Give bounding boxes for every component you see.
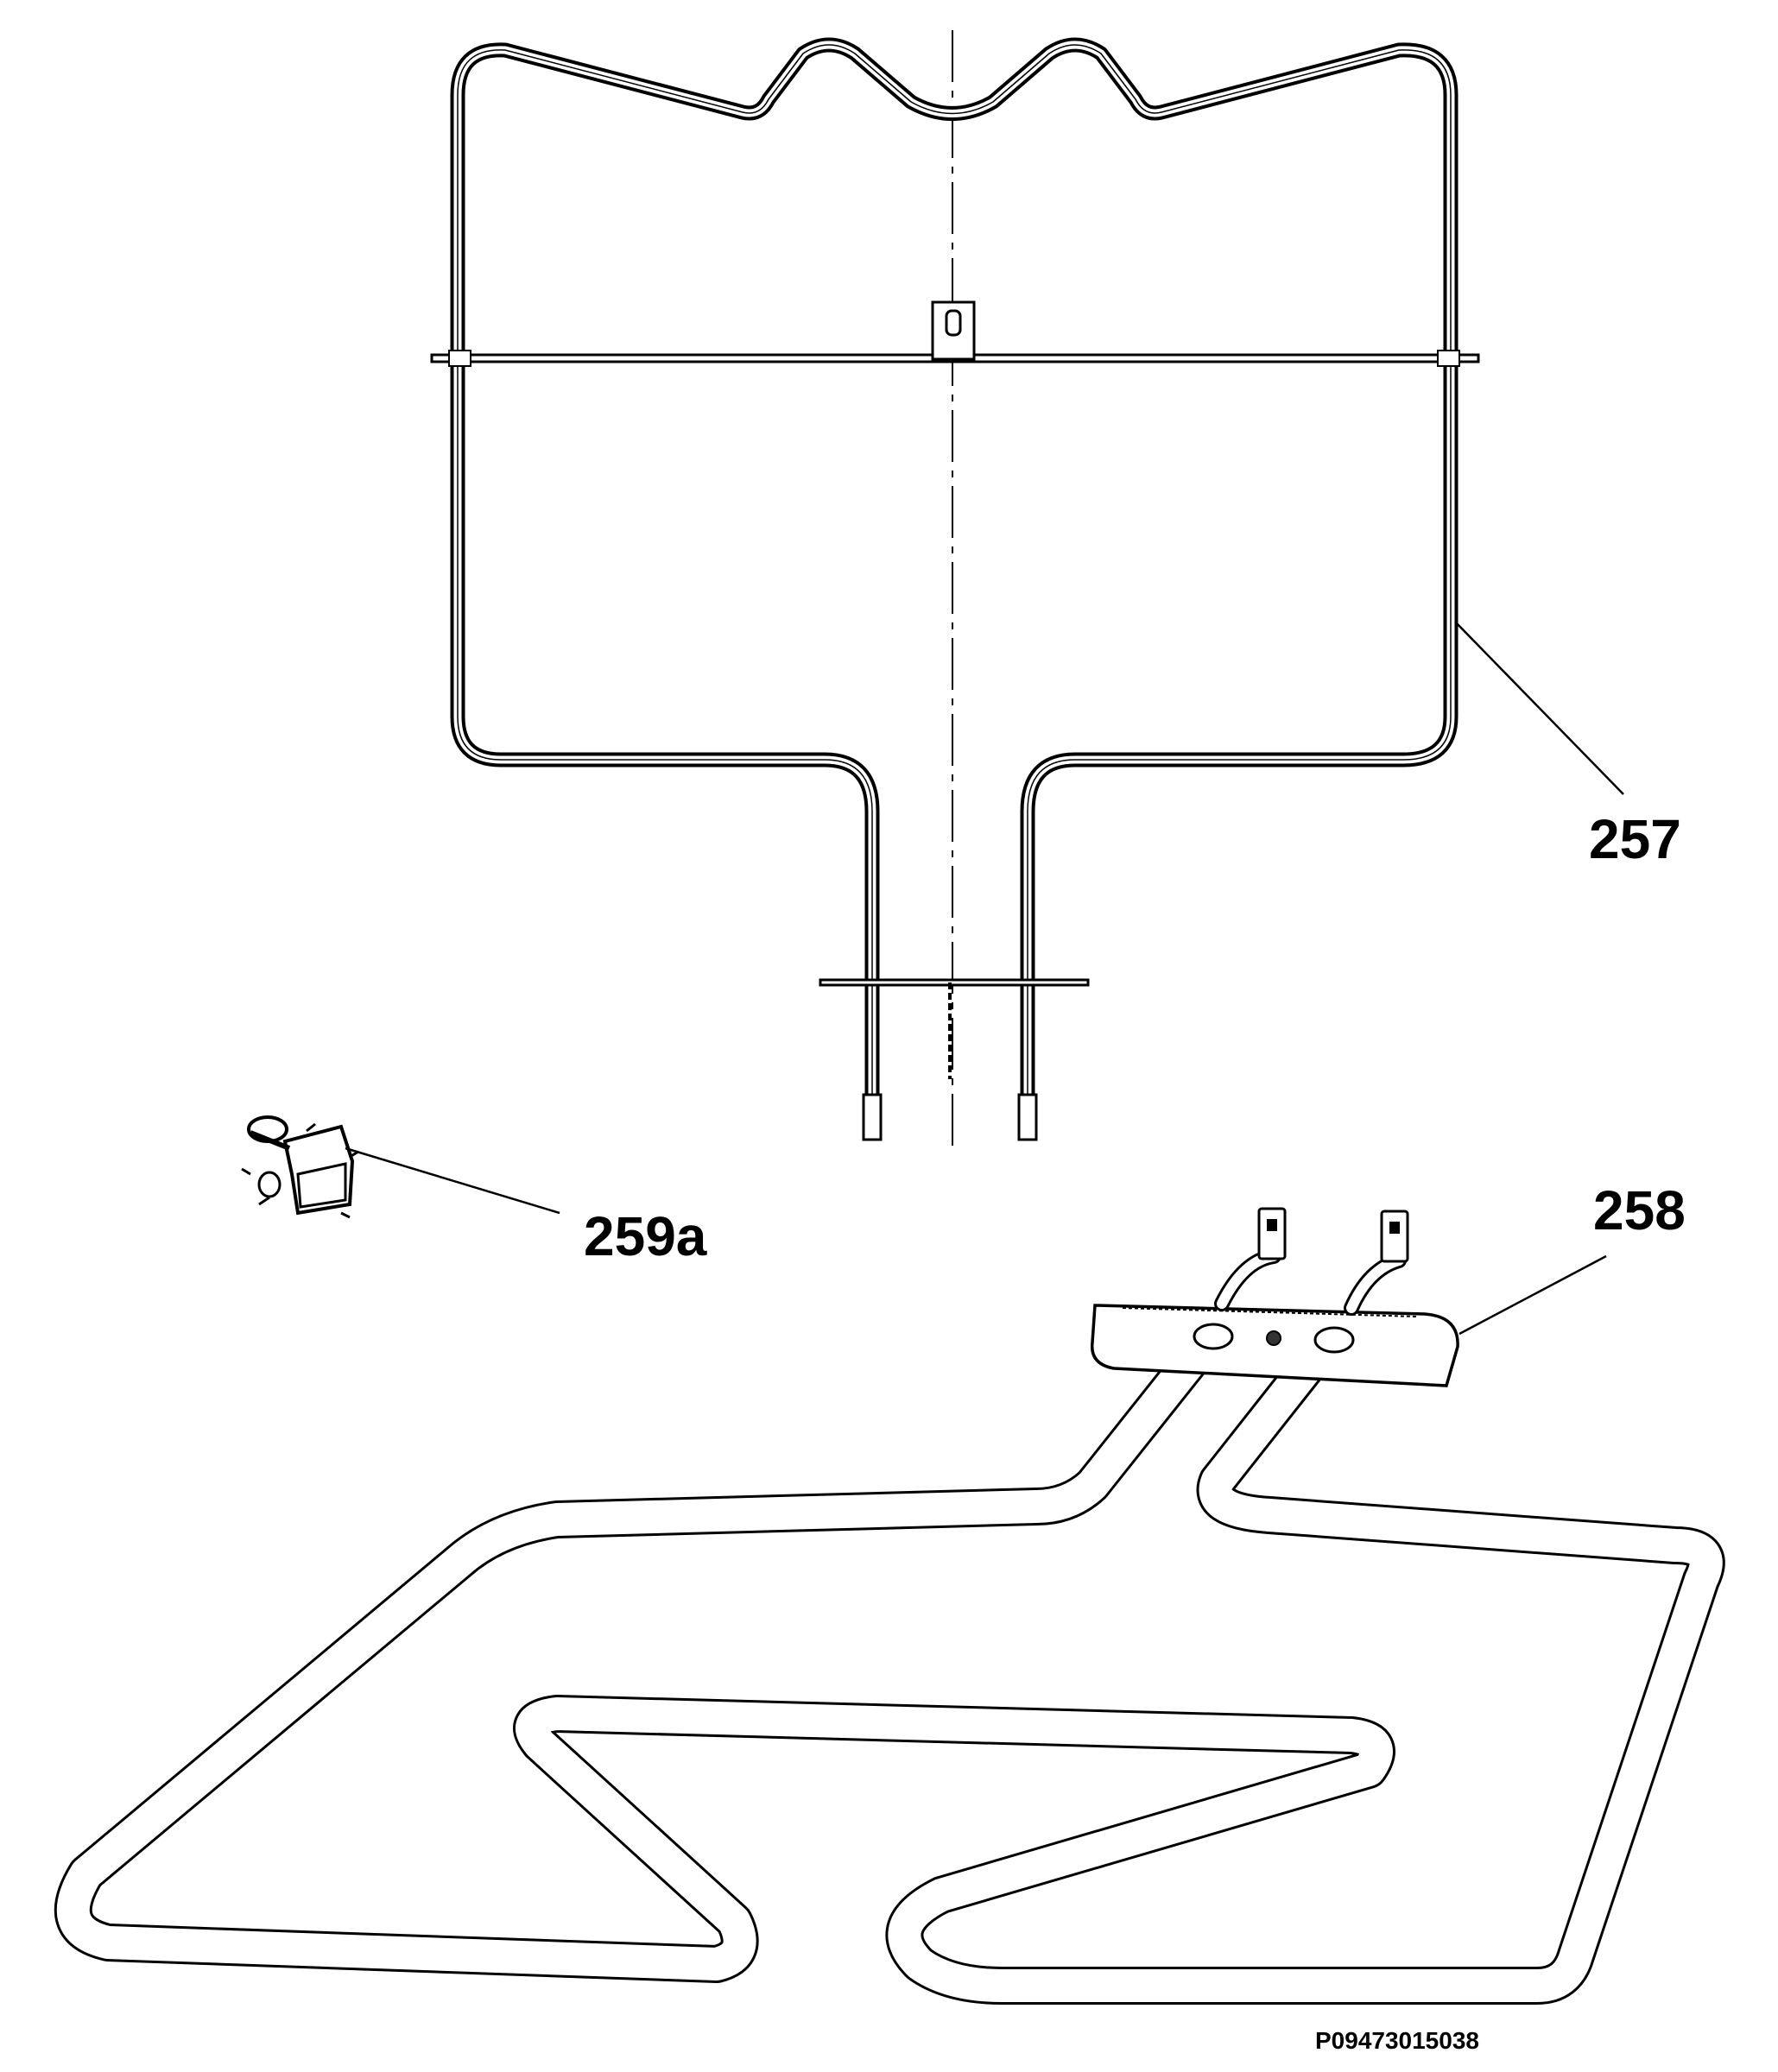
upper-terminal-right — [1017, 1093, 1038, 1141]
callout-label-257: 257 — [1589, 808, 1681, 870]
tube-end-right — [1313, 1326, 1355, 1354]
tube-end-left — [1193, 1323, 1234, 1350]
upper-element-tube-outer — [450, 37, 1458, 1140]
callout-label-259a: 259a — [584, 1205, 707, 1267]
bracket-stud-side — [257, 1171, 282, 1198]
clip-bracket-259a — [241, 1115, 560, 1219]
lower-heating-element-258 — [54, 1207, 1725, 2005]
leader-line-259a — [345, 1147, 560, 1215]
leader-line-257 — [1454, 621, 1624, 795]
bracket-face — [296, 1162, 347, 1209]
callout-label-258: 258 — [1593, 1179, 1686, 1241]
terminal-tab-left-hole — [1267, 1219, 1277, 1231]
support-clip-left — [448, 350, 471, 367]
flange-plate-shade — [1122, 1307, 1417, 1317]
mounting-tab-slot — [945, 309, 962, 337]
terminal-tab-left — [1257, 1207, 1287, 1260]
lower-element-tube-fill — [56, 1322, 1723, 2002]
bracket-hatching — [241, 1122, 359, 1219]
mounting-plate — [819, 978, 1090, 987]
terminal-tab-right-hole — [1389, 1222, 1400, 1234]
upper-element-tube-inner — [453, 41, 1455, 1140]
terminal-tab-right — [1380, 1210, 1409, 1263]
bracket-stud-stem — [249, 1130, 291, 1151]
leader-line-258 — [1458, 1254, 1607, 1336]
flange-hole — [1266, 1330, 1281, 1346]
upper-terminal-left — [862, 1093, 883, 1141]
drawing-reference-code: P09473015038 — [1315, 2027, 1479, 2054]
support-clip-right — [1437, 350, 1460, 367]
upper-heating-element-257 — [430, 30, 1624, 1153]
upper-element-tube-core — [457, 44, 1452, 1140]
